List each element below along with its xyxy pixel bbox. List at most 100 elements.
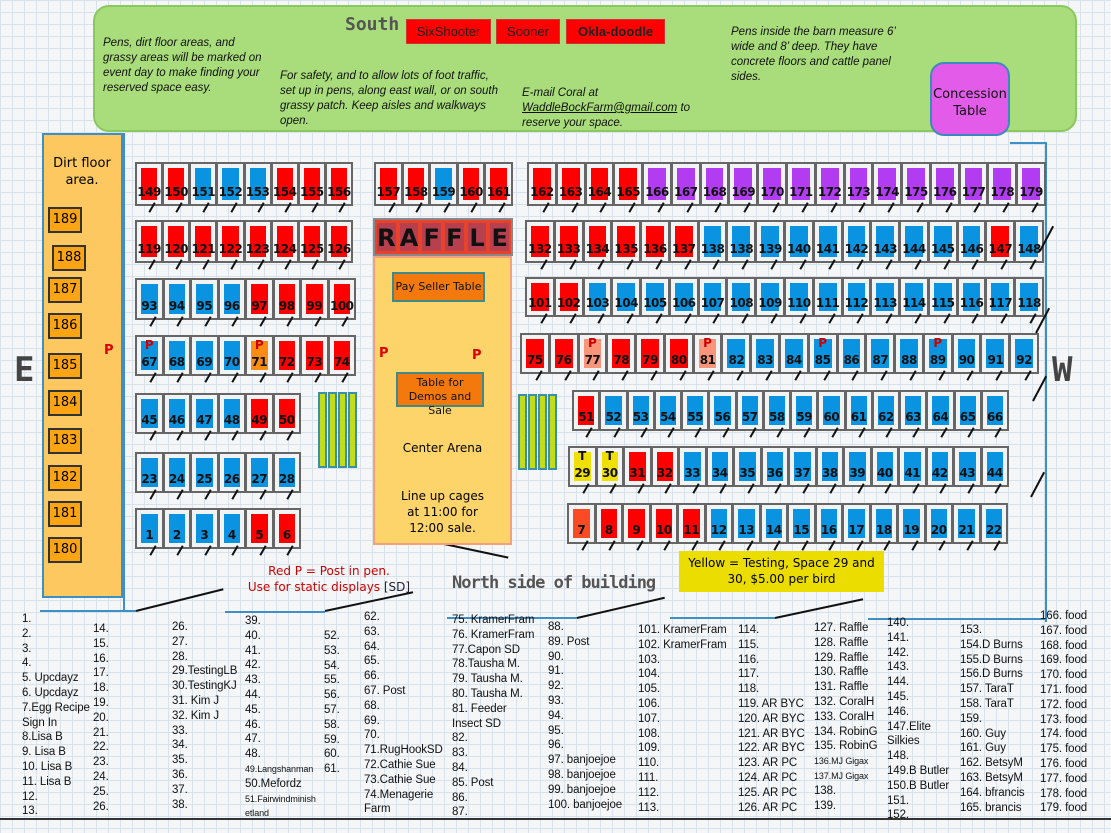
pen-23[interactable]: 23 — [135, 452, 164, 500]
pen-1[interactable]: 1 — [135, 508, 164, 556]
pen-146[interactable]: 146 — [956, 220, 987, 270]
pen-106[interactable]: 106 — [668, 277, 699, 324]
pen-96[interactable]: 96 — [217, 278, 246, 327]
pen-86[interactable]: 86 — [836, 333, 867, 381]
pen-163[interactable]: 163 — [555, 162, 586, 213]
pen-50[interactable]: 50 — [272, 393, 301, 441]
pen-12[interactable]: 12 — [704, 503, 733, 551]
pen-60[interactable]: 60 — [817, 390, 846, 438]
pen-40[interactable]: 40 — [870, 446, 899, 494]
pen-15[interactable]: 15 — [787, 503, 816, 551]
pen-38[interactable]: 38 — [815, 446, 844, 494]
pen-34[interactable]: 34 — [705, 446, 734, 494]
pen-8[interactable]: 8 — [594, 503, 623, 551]
pen-95[interactable]: 95 — [190, 278, 219, 327]
pen-157[interactable]: 157 — [374, 162, 403, 213]
pen-138[interactable]: 138 — [726, 220, 757, 270]
pen-80[interactable]: 80 — [663, 333, 694, 381]
pen-16[interactable]: 16 — [814, 503, 843, 551]
pen-114[interactable]: 114 — [899, 277, 929, 324]
pen-151[interactable]: 151 — [189, 162, 218, 213]
pen-113[interactable]: 113 — [870, 277, 901, 324]
pen-156[interactable]: 156 — [324, 162, 353, 213]
pen-20[interactable]: 20 — [924, 503, 953, 551]
pen-52[interactable]: 52 — [599, 390, 628, 438]
pen-73[interactable]: 73 — [300, 335, 329, 383]
pen-13[interactable]: 13 — [732, 503, 761, 551]
pen-64[interactable]: 64 — [926, 390, 955, 438]
pen-63[interactable]: 63 — [899, 390, 928, 438]
pen-6[interactable]: 6 — [272, 508, 301, 556]
pen-58[interactable]: 58 — [762, 390, 791, 438]
pen-46[interactable]: 46 — [162, 393, 191, 441]
pen-154[interactable]: 154 — [270, 162, 299, 213]
pen-7[interactable]: 7 — [567, 503, 596, 551]
pen-173[interactable]: 173 — [843, 162, 874, 213]
pen-162[interactable]: 162 — [527, 162, 557, 213]
pen-139[interactable]: 139 — [755, 220, 785, 270]
pen-153[interactable]: 153 — [243, 162, 272, 213]
pen-43[interactable]: 43 — [953, 446, 982, 494]
dirt-stall[interactable]: 181 — [48, 501, 82, 527]
pen-41[interactable]: 41 — [898, 446, 927, 494]
pen-32[interactable]: 32 — [650, 446, 679, 494]
pen-47[interactable]: 47 — [190, 393, 219, 441]
pen-107[interactable]: 107 — [697, 277, 728, 324]
pen-72[interactable]: 72 — [272, 335, 301, 383]
pen-167[interactable]: 167 — [670, 162, 701, 213]
pen-51[interactable]: 51 — [572, 390, 601, 438]
pen-53[interactable]: 53 — [626, 390, 655, 438]
pen-98[interactable]: 98 — [272, 278, 301, 327]
dirt-stall[interactable]: 186 — [48, 313, 82, 339]
pen-94[interactable]: 94 — [162, 278, 191, 327]
pen-57[interactable]: 57 — [735, 390, 764, 438]
pen-159[interactable]: 159 — [429, 162, 458, 213]
pen-155[interactable]: 155 — [297, 162, 326, 213]
pen-105[interactable]: 105 — [640, 277, 670, 324]
pen-117[interactable]: 117 — [985, 277, 1016, 324]
pen-65[interactable]: 65 — [953, 390, 982, 438]
pen-35[interactable]: 35 — [733, 446, 762, 494]
dirt-stall[interactable]: 183 — [48, 428, 82, 454]
pen-168[interactable]: 168 — [699, 162, 730, 213]
pen-92[interactable]: 92 — [1009, 333, 1039, 381]
pen-68[interactable]: 68 — [162, 335, 191, 383]
pen-22[interactable]: 22 — [979, 503, 1008, 551]
pen-78[interactable]: 78 — [606, 333, 637, 381]
pen-25[interactable]: 25 — [190, 452, 219, 500]
pen-175[interactable]: 175 — [901, 162, 931, 213]
pen-133[interactable]: 133 — [553, 220, 584, 270]
pen-14[interactable]: 14 — [759, 503, 788, 551]
pen-120[interactable]: 120 — [162, 220, 191, 270]
pen-39[interactable]: 39 — [843, 446, 872, 494]
pen-177[interactable]: 177 — [958, 162, 989, 213]
pen-140[interactable]: 140 — [784, 220, 814, 270]
pen-169[interactable]: 169 — [728, 162, 759, 213]
pen-18[interactable]: 18 — [869, 503, 898, 551]
pen-83[interactable]: 83 — [750, 333, 780, 381]
pen-145[interactable]: 145 — [927, 220, 958, 270]
pen-33[interactable]: 33 — [678, 446, 707, 494]
pen-150[interactable]: 150 — [162, 162, 191, 213]
pen-172[interactable]: 172 — [814, 162, 845, 213]
pen-21[interactable]: 21 — [952, 503, 981, 551]
dirt-stall[interactable]: 184 — [48, 390, 82, 416]
pen-11[interactable]: 11 — [677, 503, 706, 551]
pen-76[interactable]: 76 — [548, 333, 579, 381]
pen-126[interactable]: 126 — [324, 220, 353, 270]
pen-19[interactable]: 19 — [897, 503, 926, 551]
pen-37[interactable]: 37 — [788, 446, 817, 494]
pen-62[interactable]: 62 — [871, 390, 900, 438]
pen-122[interactable]: 122 — [216, 220, 245, 270]
pen-99[interactable]: 99 — [300, 278, 329, 327]
pen-116[interactable]: 116 — [956, 277, 987, 324]
pen-59[interactable]: 59 — [790, 390, 819, 438]
pen-84[interactable]: 84 — [779, 333, 809, 381]
pen-141[interactable]: 141 — [812, 220, 843, 270]
email-link[interactable]: WaddleBockFarm@gmail.com — [522, 102, 678, 114]
pen-61[interactable]: 61 — [844, 390, 873, 438]
